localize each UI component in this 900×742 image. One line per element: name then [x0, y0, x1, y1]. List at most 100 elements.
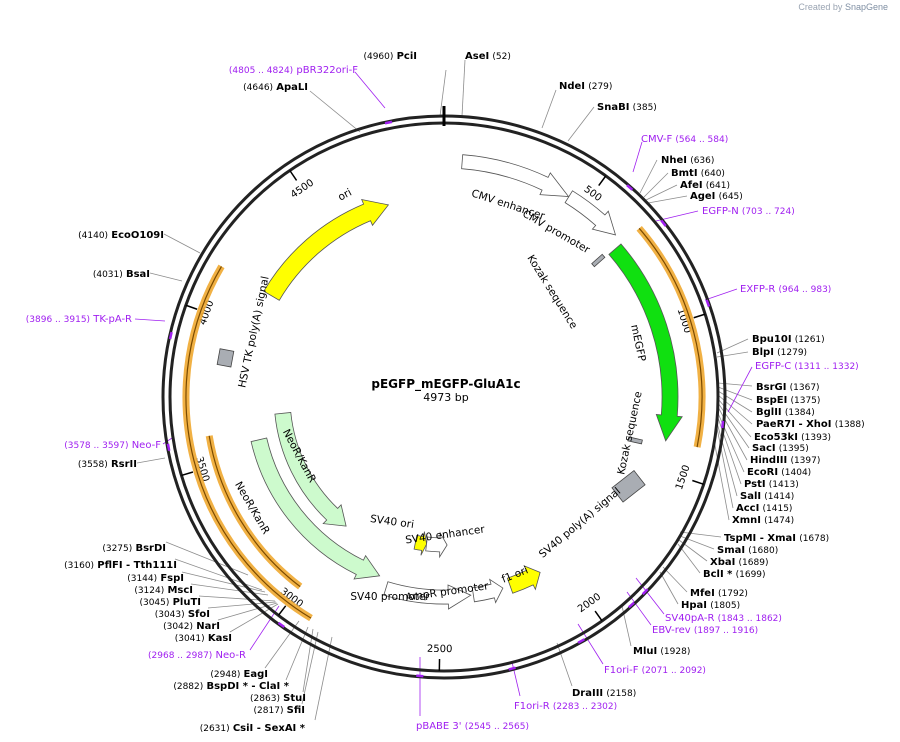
site-position: (4646)	[243, 83, 273, 93]
site-name: AseI	[465, 51, 489, 62]
primer-label: (3578 .. 3597) Neo-F	[64, 440, 161, 451]
site-name: MscI	[167, 585, 193, 596]
site-name: EcoO109I	[111, 230, 164, 241]
site-name: HindIII	[750, 455, 787, 466]
site-name: BmtI	[671, 168, 698, 179]
site-name: NarI	[196, 621, 220, 632]
restriction-site-label: (4960) PciI	[363, 51, 417, 62]
primer-leader-line	[704, 288, 738, 301]
primer-name: CMV-F	[641, 134, 672, 145]
restriction-site-label: AseI (52)	[465, 51, 511, 62]
site-position: (2948)	[210, 670, 240, 680]
site-leader-line	[309, 90, 361, 133]
site-name: CsiI - SexAI *	[233, 723, 306, 734]
site-leader-line	[645, 184, 678, 201]
site-name: HpaI	[681, 600, 707, 611]
site-leader-line	[264, 620, 300, 669]
primer-mark	[416, 674, 424, 678]
site-leader-line	[461, 59, 466, 117]
site-position: (1393)	[801, 433, 831, 443]
feature-arrow	[564, 190, 617, 236]
restriction-site-label: (4031) BsaI	[93, 269, 150, 280]
site-position: (3043)	[155, 610, 185, 620]
primer-label: F1ori-R (2283 .. 2302)	[514, 701, 617, 712]
restriction-site-label: (2863) StuI	[250, 693, 306, 704]
primer-range: (703 .. 724)	[742, 207, 795, 217]
site-name: KasI	[208, 633, 232, 644]
site-name: BsrDI	[135, 543, 166, 554]
primer-label: EGFP-C (1311 .. 1332)	[755, 361, 859, 372]
restriction-site-label: DraIII (2158)	[572, 688, 636, 699]
feature-arrow	[250, 437, 381, 580]
site-name: XbaI	[710, 557, 735, 568]
site-leader-line	[541, 89, 557, 129]
restriction-site-label: BclI * (1699)	[703, 569, 766, 580]
site-leader-line	[567, 106, 595, 142]
site-name: BspEI	[756, 395, 787, 406]
primer-name: EGFP-C	[755, 361, 791, 372]
site-position: (1397)	[790, 456, 820, 466]
restriction-site-label: (3042) NarI	[163, 621, 220, 632]
restriction-site-label: (2882) BspDI * - ClaI *	[173, 681, 289, 692]
primer-range: (3578 .. 3597)	[64, 441, 128, 451]
restriction-site-label: SalI (1414)	[740, 491, 794, 502]
polya-signal-box	[216, 348, 235, 368]
primer-name: Neo-F	[132, 440, 162, 451]
restriction-site-label: PaeR7I - XhoI (1388)	[756, 419, 865, 430]
site-leader-line	[659, 571, 679, 605]
primer-range: (964 .. 983)	[778, 285, 831, 295]
snapgene-brand: Created by SnapGene	[798, 2, 888, 12]
feature-label: ori	[336, 186, 354, 203]
site-leader-line	[679, 531, 722, 538]
restriction-site-label: (4646) ApaLI	[243, 82, 308, 93]
restriction-site-label: (2631) CsiI - SexAI *	[200, 723, 306, 734]
site-name: MluI	[633, 646, 657, 657]
site-leader-line	[190, 583, 269, 596]
kozak-sequence-box	[627, 436, 643, 445]
site-name: AfeI	[680, 180, 703, 191]
site-name: PaeR7I - XhoI	[756, 419, 832, 430]
site-leader-line	[717, 382, 753, 387]
site-name: StuI	[283, 693, 306, 704]
restriction-site-label: HpaI (1805)	[681, 600, 740, 611]
site-position: (1279)	[777, 348, 807, 358]
site-position: (1367)	[790, 383, 820, 393]
restriction-site-label: XmnI (1474)	[732, 515, 794, 526]
site-leader-line	[136, 457, 166, 464]
site-name: DraIII	[572, 688, 603, 699]
site-position: (1413)	[769, 480, 799, 490]
feature-label: HSV TK poly(A) signal	[236, 275, 271, 389]
site-leader-line	[198, 595, 276, 602]
site-position: (1384)	[785, 408, 815, 418]
restriction-site-label: (4140) EcoO109I	[78, 230, 164, 241]
primer-range: (1897 .. 1916)	[694, 626, 758, 636]
primer-mark	[721, 420, 725, 429]
site-position: (4960)	[363, 52, 393, 62]
site-name: SfiI	[287, 705, 305, 716]
site-leader-line	[163, 233, 201, 254]
site-leader-line	[301, 631, 319, 705]
site-position: (2158)	[606, 689, 636, 699]
restriction-site-label: (3124) MscI	[134, 585, 193, 596]
restriction-site-label: (3558) RsrII	[78, 459, 137, 470]
site-name: XmnI	[732, 515, 761, 526]
kozak-sequence-box	[591, 253, 606, 268]
site-position: (1414)	[764, 492, 794, 502]
primer-range: (3896 .. 3915)	[26, 315, 90, 325]
primer-name: EGFP-N	[702, 206, 739, 217]
primer-label: (2968 .. 2987) Neo-R	[148, 650, 246, 661]
site-position: (641)	[706, 181, 730, 191]
site-position: (1805)	[710, 601, 740, 611]
site-position: (279)	[588, 82, 612, 92]
restriction-site-label: SnaBI (385)	[597, 102, 657, 113]
site-position: (636)	[690, 156, 714, 166]
restriction-site-label: BlpI (1279)	[752, 347, 807, 358]
site-name: PstI	[744, 479, 766, 490]
primer-name: SV40pA-R	[665, 613, 714, 624]
site-position: (1415)	[763, 504, 793, 514]
feature-arrow	[274, 412, 347, 527]
site-leader-line	[285, 626, 309, 681]
site-position: (1474)	[764, 516, 794, 526]
site-name: SnaBI	[597, 102, 629, 113]
